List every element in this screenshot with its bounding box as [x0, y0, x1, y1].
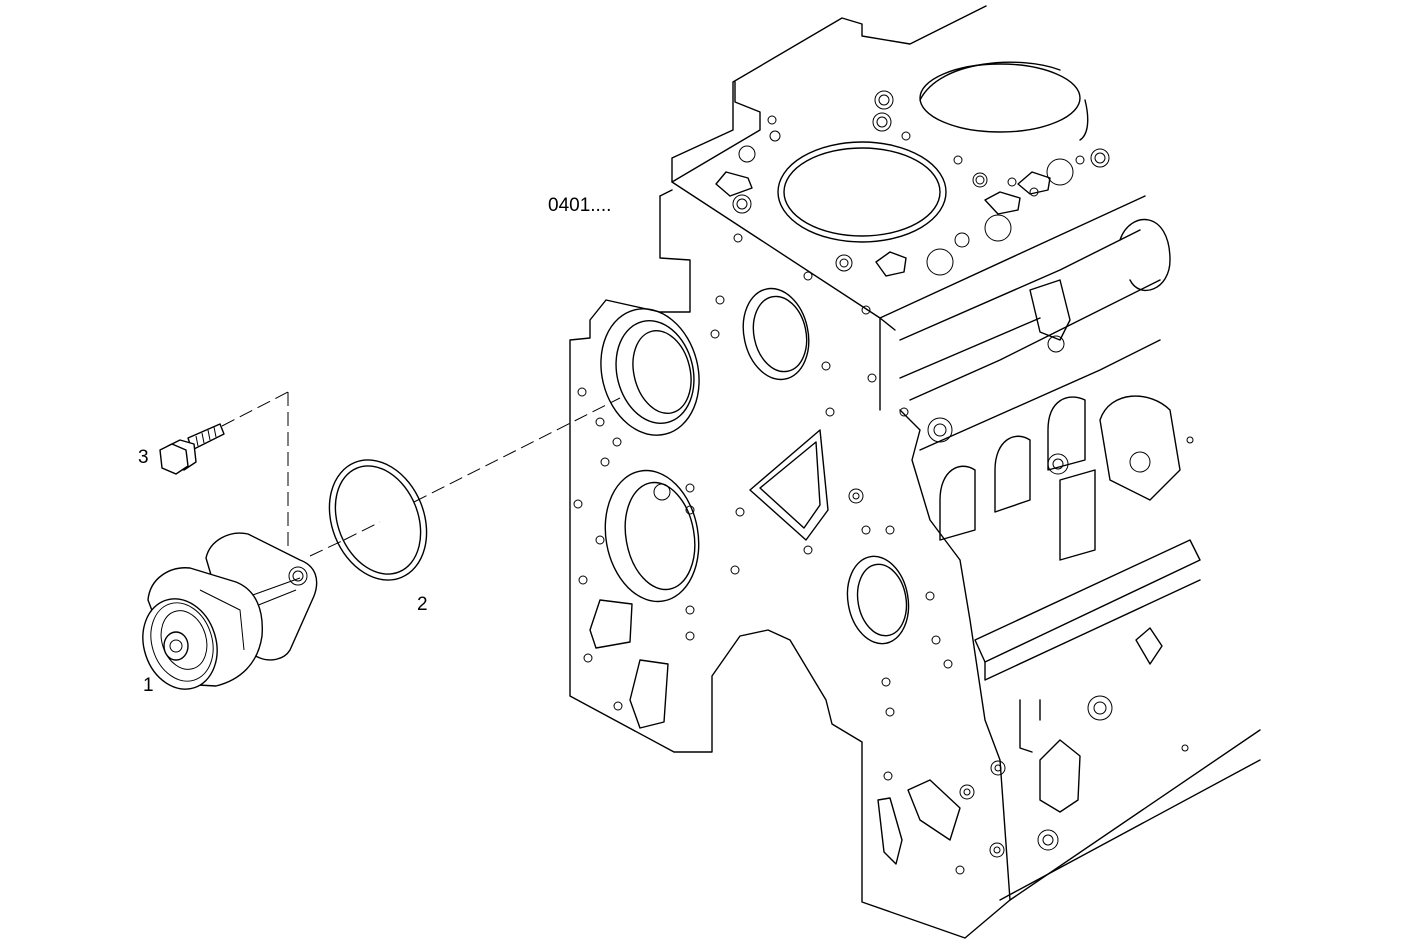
assembly-reference-label: 0401.... — [548, 195, 612, 216]
assembly-center-lines — [221, 391, 621, 557]
flange-bolt — [159, 423, 225, 475]
callout-2: 2 — [417, 594, 428, 615]
water-pump — [142, 532, 318, 690]
callout-3: 3 — [138, 447, 149, 468]
engine-block — [569, 5, 1261, 939]
gasket-ring — [328, 459, 428, 581]
callout-1: 1 — [143, 675, 154, 696]
